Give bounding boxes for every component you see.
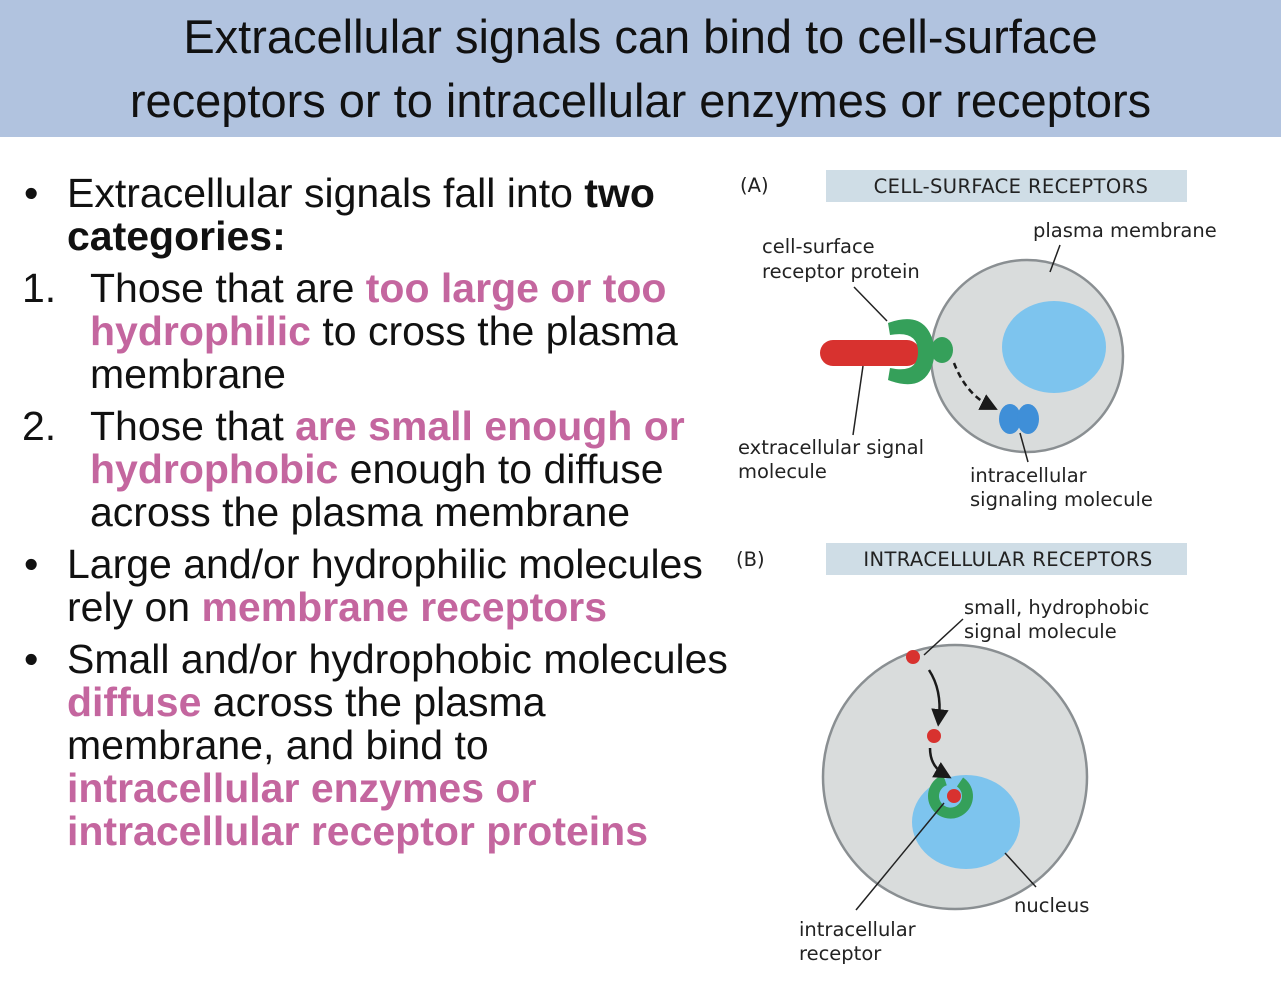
label-small-hydrophobic-1: small, hydrophobic <box>964 596 1149 619</box>
diffusion-arrow-2 <box>928 747 952 779</box>
panel-b-letter: (B) <box>736 548 765 571</box>
activation-arrow-a <box>952 362 998 410</box>
extracellular-signal-molecule <box>820 340 920 366</box>
bullet-text: across the plasma membrane, and bind to <box>67 679 546 768</box>
bullet-marker: • <box>24 541 39 587</box>
label-extracellular-signal-2: molecule <box>738 460 827 483</box>
numbered-item-1: 1. Those that are too large or too hydro… <box>0 267 730 396</box>
signal-molecule-cytoplasm <box>927 729 941 743</box>
nucleus-a <box>1002 301 1106 393</box>
leader-receptor <box>853 286 888 322</box>
bullet-marker: • <box>24 170 39 216</box>
label-intracellular-2: signaling molecule <box>970 488 1153 511</box>
panel-a-header: CELL-SURFACE RECEPTORS <box>874 175 1149 198</box>
intracellular-signaling-molecule-left <box>999 404 1021 434</box>
bound-signal-molecule <box>947 789 961 803</box>
panel-b-header: INTRACELLULAR RECEPTORS <box>863 548 1152 571</box>
highlight-text: membrane receptors <box>201 584 608 630</box>
number-marker: 2. <box>22 403 57 449</box>
intracellular-receptor <box>928 774 973 819</box>
signaling-diagram: (A) CELL-SURFACE RECEPTORS plasma membra… <box>736 170 1217 965</box>
cell-surface-receptor <box>888 319 935 385</box>
receptor-cytoplasmic-domain <box>931 337 953 363</box>
label-intracellular-receptor-2: receptor <box>799 942 882 965</box>
label-extracellular-signal-1: extracellular signal <box>738 436 924 459</box>
numbered-item-2: 2. Those that are small enough or hydrop… <box>0 405 730 534</box>
bullet-list: • Extracellular signals fall into two ca… <box>0 172 730 862</box>
leader-nucleus <box>1004 852 1037 888</box>
highlight-text: are small enough or hydrophobic <box>90 403 685 492</box>
bullet-text: Small and/or hydrophobic molecules <box>67 636 728 682</box>
bullet-bold-text: two categories: <box>67 170 655 259</box>
bullet-marker: • <box>24 636 39 682</box>
leader-plasma-membrane <box>1049 244 1061 273</box>
panel-a-letter: (A) <box>740 174 769 197</box>
bullet-categories: • Extracellular signals fall into two ca… <box>0 172 730 258</box>
panel-a-header-box <box>826 170 1187 202</box>
number-marker: 1. <box>22 265 57 311</box>
leader-intracellular <box>1019 432 1029 463</box>
signal-molecule-outside <box>906 650 920 664</box>
item-text: Those that <box>90 403 296 449</box>
label-small-hydrophobic-2: signal molecule <box>964 620 1117 643</box>
panel-b: (B) INTRACELLULAR RECEPTORS small, hydro… <box>736 543 1187 965</box>
leader-intracellular-receptor <box>855 802 945 911</box>
bullet-membrane-receptors: • Large and/or hydrophilic molecules rel… <box>0 543 730 629</box>
title-line-2: receptors or to intracellular enzymes or… <box>129 73 1152 127</box>
panel-b-header-box <box>826 543 1187 575</box>
highlight-text: too large or too hydrophilic <box>90 265 667 354</box>
bullet-text: Extracellular signals fall into <box>67 170 585 216</box>
label-plasma-membrane: plasma membrane <box>1033 219 1217 242</box>
diffusion-arrow-1 <box>927 669 949 727</box>
label-intracellular-1: intracellular <box>970 464 1088 487</box>
item-text: enough to diffuse across the plasma memb… <box>90 446 664 535</box>
label-cell-surface-2: receptor protein <box>762 260 920 283</box>
title-line-1: Extracellular signals can bind to cell-s… <box>183 9 1098 63</box>
item-text: Those that are <box>90 265 366 311</box>
label-cell-surface-1: cell-surface <box>762 235 875 258</box>
leader-signal <box>852 365 864 436</box>
panel-a: (A) CELL-SURFACE RECEPTORS plasma membra… <box>738 170 1217 511</box>
item-text: to cross the plasma membrane <box>90 308 678 397</box>
label-intracellular-receptor-1: intracellular <box>799 918 917 941</box>
label-nucleus: nucleus <box>1014 894 1089 917</box>
intracellular-signaling-molecule-right <box>1017 404 1039 434</box>
highlight-text: intracellular enzymes or intracellular r… <box>67 765 649 854</box>
bullet-text: Large and/or hydrophilic molecules rely … <box>67 541 703 630</box>
slide-title: Extracellular signals can bind to cell-s… <box>0 0 1281 137</box>
leader-small-signal <box>923 618 964 656</box>
bullet-diffuse: • Small and/or hydrophobic molecules dif… <box>0 638 730 853</box>
highlight-text: diffuse <box>67 679 202 725</box>
